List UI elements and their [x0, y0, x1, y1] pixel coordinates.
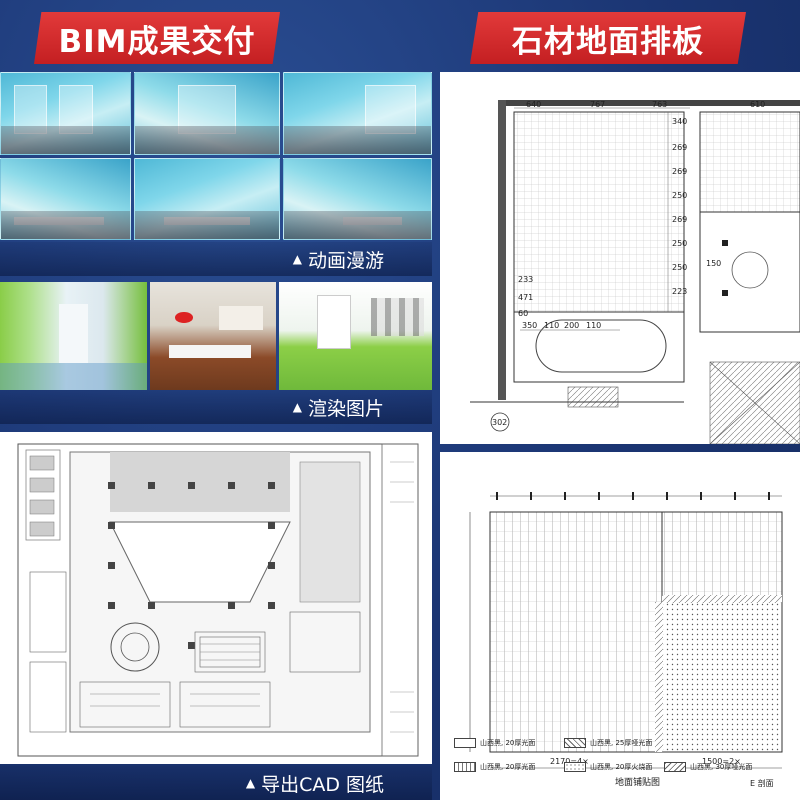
dimension-label: 610 [750, 100, 765, 109]
dimension-label: 250 [672, 263, 687, 272]
legend-swatch [564, 738, 586, 748]
stone-layout-plan: 640 767 763 610 340 269 269 250 269 250 … [470, 100, 800, 444]
dimension-label: 200 [564, 321, 579, 330]
dimension-label: 269 [672, 143, 687, 152]
paving-plan-title: 地面铺贴图 [615, 776, 660, 788]
dimension-label: 223 [672, 287, 687, 296]
dimension-label: 150 [706, 259, 721, 268]
dimension-label: 269 [672, 167, 687, 176]
animation-caption: ▲ 动画漫游 [0, 242, 432, 276]
render-caption-label: 渲染图片 [307, 397, 384, 420]
paving-plan: 2170=4× 1500=2× 地面铺贴图 [469, 492, 783, 788]
up-triangle-icon: ▲ [245, 776, 256, 790]
render-caption: ▲ 渲染图片 [0, 390, 432, 424]
cad-drawing-panel[interactable] [0, 432, 432, 764]
paving-plan-panel[interactable]: 2170=4× 1500=2× 地面铺贴图 山西黑, 20厚光面 山西黑, 25… [440, 452, 800, 800]
legend-label: 山西黑, 20厚光面 [480, 739, 536, 747]
stone-layout-banner: 石材地面排板 [470, 12, 746, 64]
legend-label: 山西黑, 20厚火烧面 [590, 763, 653, 771]
dimension-label: 350 [522, 321, 537, 330]
dimension-label: 340 [672, 117, 687, 126]
dimension-label: 250 [672, 239, 687, 248]
dimension-label: 471 [518, 293, 533, 302]
cad-caption: ▲ 导出CAD 图纸 [0, 766, 432, 800]
animation-thumbnail[interactable] [0, 158, 131, 240]
bim-delivery-banner: BIM成果交付 [34, 12, 280, 64]
paving-legend: 山西黑, 20厚光面 山西黑, 25厚哑光面 山西黑, 20厚光面 山西黑, 2… [454, 738, 800, 798]
dimension-label: 1500=2× [702, 757, 741, 766]
up-triangle-icon: ▲ [292, 252, 302, 266]
dimension-label: 110 [586, 321, 601, 330]
animation-thumbnail[interactable] [134, 72, 280, 155]
legend-swatch [564, 762, 586, 772]
dimension-label: 640 [526, 100, 541, 109]
legend-swatch [664, 762, 686, 772]
dimension-label: 767 [590, 100, 605, 109]
animation-thumbnail[interactable] [283, 158, 432, 240]
dimension-label: 110 [544, 321, 559, 330]
cad-caption-label: 导出CAD 图纸 [261, 773, 384, 796]
legend-label: 山西黑, 30厚哑光面 [690, 763, 753, 771]
section-label: E 剖面 [750, 779, 774, 788]
legend-label: 山西黑, 20厚光面 [480, 763, 536, 771]
up-triangle-icon: ▲ [292, 400, 302, 414]
section-tag: 302 [492, 418, 507, 427]
animation-thumbnail[interactable] [283, 72, 432, 155]
stone-layout-plan-panel[interactable]: 640 767 763 610 340 269 269 250 269 250 … [440, 72, 800, 444]
dimension-label: 60 [518, 309, 528, 318]
legend-swatch [454, 762, 476, 772]
dimension-label: 250 [672, 191, 687, 200]
animation-thumbnail[interactable] [0, 72, 131, 155]
meeting-room-render-image[interactable] [150, 282, 276, 390]
legend-swatch [454, 738, 476, 748]
animation-gallery [0, 72, 432, 240]
cad-floor-plan [17, 443, 419, 757]
animation-caption-label: 动画漫游 [307, 249, 384, 272]
dimension-label: 763 [652, 100, 667, 109]
office-render-image[interactable] [279, 282, 432, 390]
dimension-label: 233 [518, 275, 533, 284]
corridor-render-image[interactable] [0, 282, 147, 390]
legend-label: 山西黑, 25厚哑光面 [590, 739, 653, 747]
animation-thumbnail[interactable] [134, 158, 280, 240]
dimension-label: 269 [672, 215, 687, 224]
render-gallery [0, 282, 432, 390]
dimension-label: 2170=4× [550, 757, 589, 766]
